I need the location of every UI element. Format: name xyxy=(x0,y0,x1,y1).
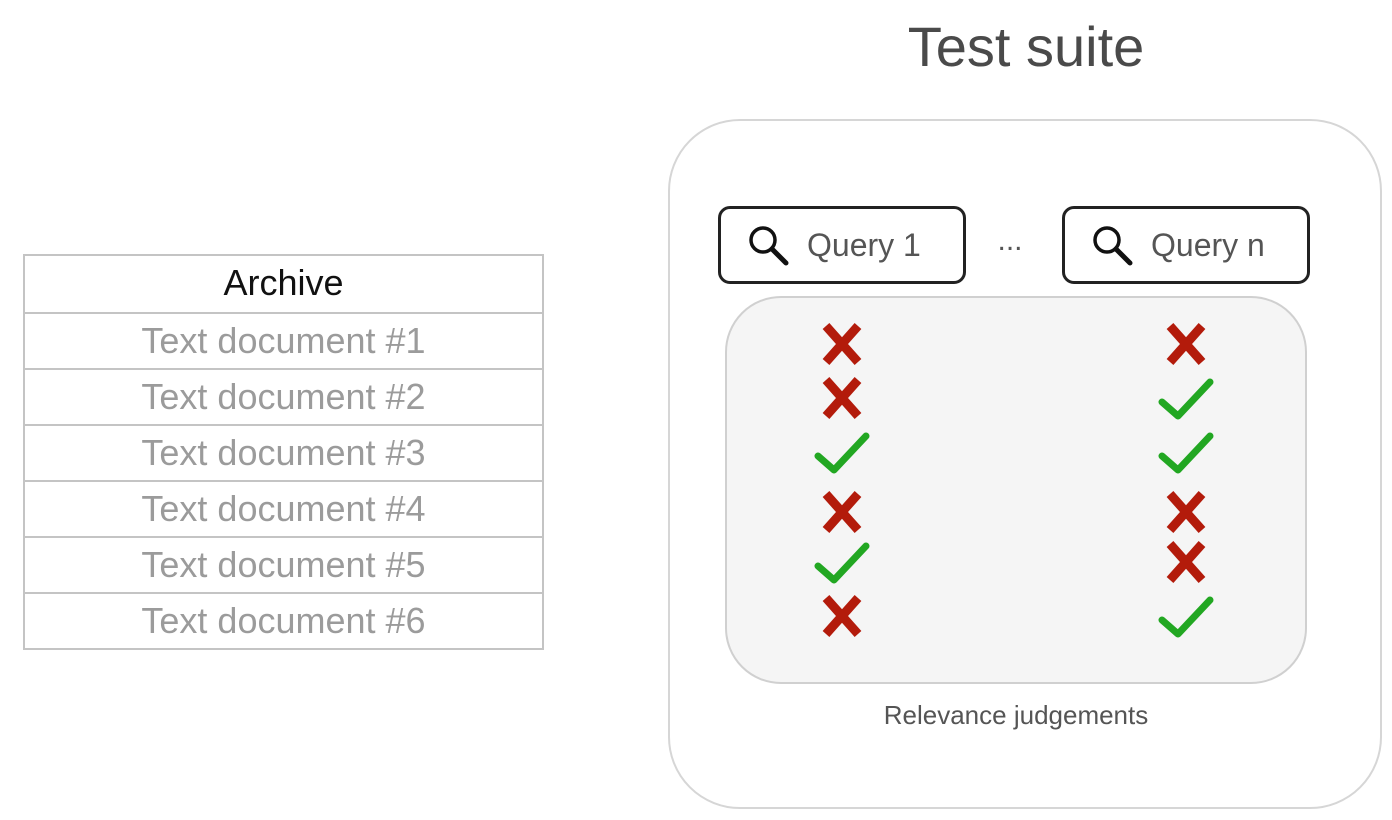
query-n-row-3-check-icon xyxy=(1158,432,1214,474)
archive-row-document-2: Text document #2 xyxy=(25,368,542,424)
query-1-label: Query 1 xyxy=(807,226,921,263)
search-icon xyxy=(749,226,789,266)
query-n-row-4-cross-icon xyxy=(1166,491,1206,533)
query-1-row-4-cross-icon xyxy=(822,491,862,533)
query-n-row-6-check-icon xyxy=(1158,596,1214,638)
test-suite-title: Test suite xyxy=(907,15,1145,78)
query-n-row-1-cross-icon xyxy=(1166,323,1206,365)
relevance-judgements-label: Relevance judgements xyxy=(883,700,1149,730)
query-1-box: Query 1 xyxy=(718,206,966,284)
archive-table: Archive Text document #1 Text document #… xyxy=(23,254,544,650)
query-n-row-2-check-icon xyxy=(1158,378,1214,420)
archive-row-document-3: Text document #3 xyxy=(25,424,542,480)
query-1-row-2-cross-icon xyxy=(822,377,862,419)
archive-row-document-4: Text document #4 xyxy=(25,480,542,536)
archive-header: Archive xyxy=(223,262,344,303)
query-n-label: Query n xyxy=(1151,226,1265,263)
query-1-row-1-cross-icon xyxy=(822,323,862,365)
queries-ellipsis: ... xyxy=(997,224,1023,257)
search-icon xyxy=(1093,226,1133,266)
query-1-row-6-cross-icon xyxy=(822,595,862,637)
archive-row-document-5: Text document #5 xyxy=(25,536,542,592)
test-suite-container xyxy=(668,119,1382,809)
query-1-row-5-check-icon xyxy=(814,542,870,584)
query-1-row-3-check-icon xyxy=(814,432,870,474)
archive-row-document-6: Text document #6 xyxy=(25,592,542,648)
query-n-box: Query n xyxy=(1062,206,1310,284)
relevance-judgements-box xyxy=(725,296,1307,684)
archive-row-document-1: Text document #1 xyxy=(25,312,542,368)
query-n-row-5-cross-icon xyxy=(1166,541,1206,583)
